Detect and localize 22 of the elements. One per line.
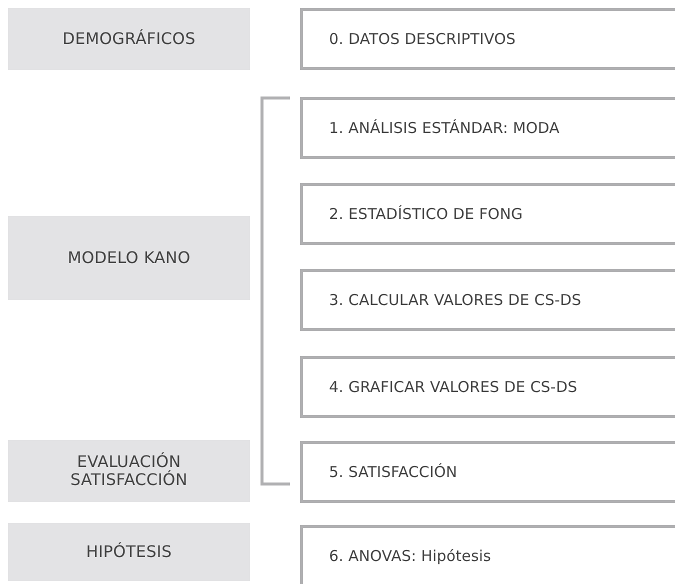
category-box bbox=[8, 216, 250, 300]
box-label: HIPÓTESIS bbox=[86, 542, 172, 562]
step-box bbox=[300, 356, 675, 418]
box-label: 4. GRAFICAR VALORES DE CS-DS bbox=[329, 378, 578, 396]
box-label: 0. DATOS DESCRIPTIVOS bbox=[329, 30, 516, 48]
category-box bbox=[8, 523, 250, 581]
box-label: 2. ESTADÍSTICO DE FONG bbox=[329, 205, 523, 223]
step-box bbox=[300, 441, 675, 503]
box-label: 1. ANÁLISIS ESTÁNDAR: MODA bbox=[329, 119, 560, 137]
box-label: MODELO KANO bbox=[68, 248, 190, 268]
step-box bbox=[300, 97, 675, 159]
box-label: EVALUACIÓN SATISFACCIÓN bbox=[69, 452, 189, 490]
step-box bbox=[300, 269, 675, 331]
box-label: DEMOGRÁFICOS bbox=[62, 30, 196, 48]
step-box bbox=[300, 8, 675, 70]
box-label: 6. ANOVAS: Hipótesis bbox=[329, 547, 492, 565]
box-label: 3. CALCULAR VALORES DE CS-DS bbox=[329, 291, 582, 309]
category-box bbox=[8, 440, 250, 502]
box-label: 5. SATISFACCIÓN bbox=[329, 463, 458, 481]
category-box bbox=[8, 8, 250, 70]
step-box bbox=[300, 183, 675, 245]
step-box bbox=[300, 525, 675, 584]
